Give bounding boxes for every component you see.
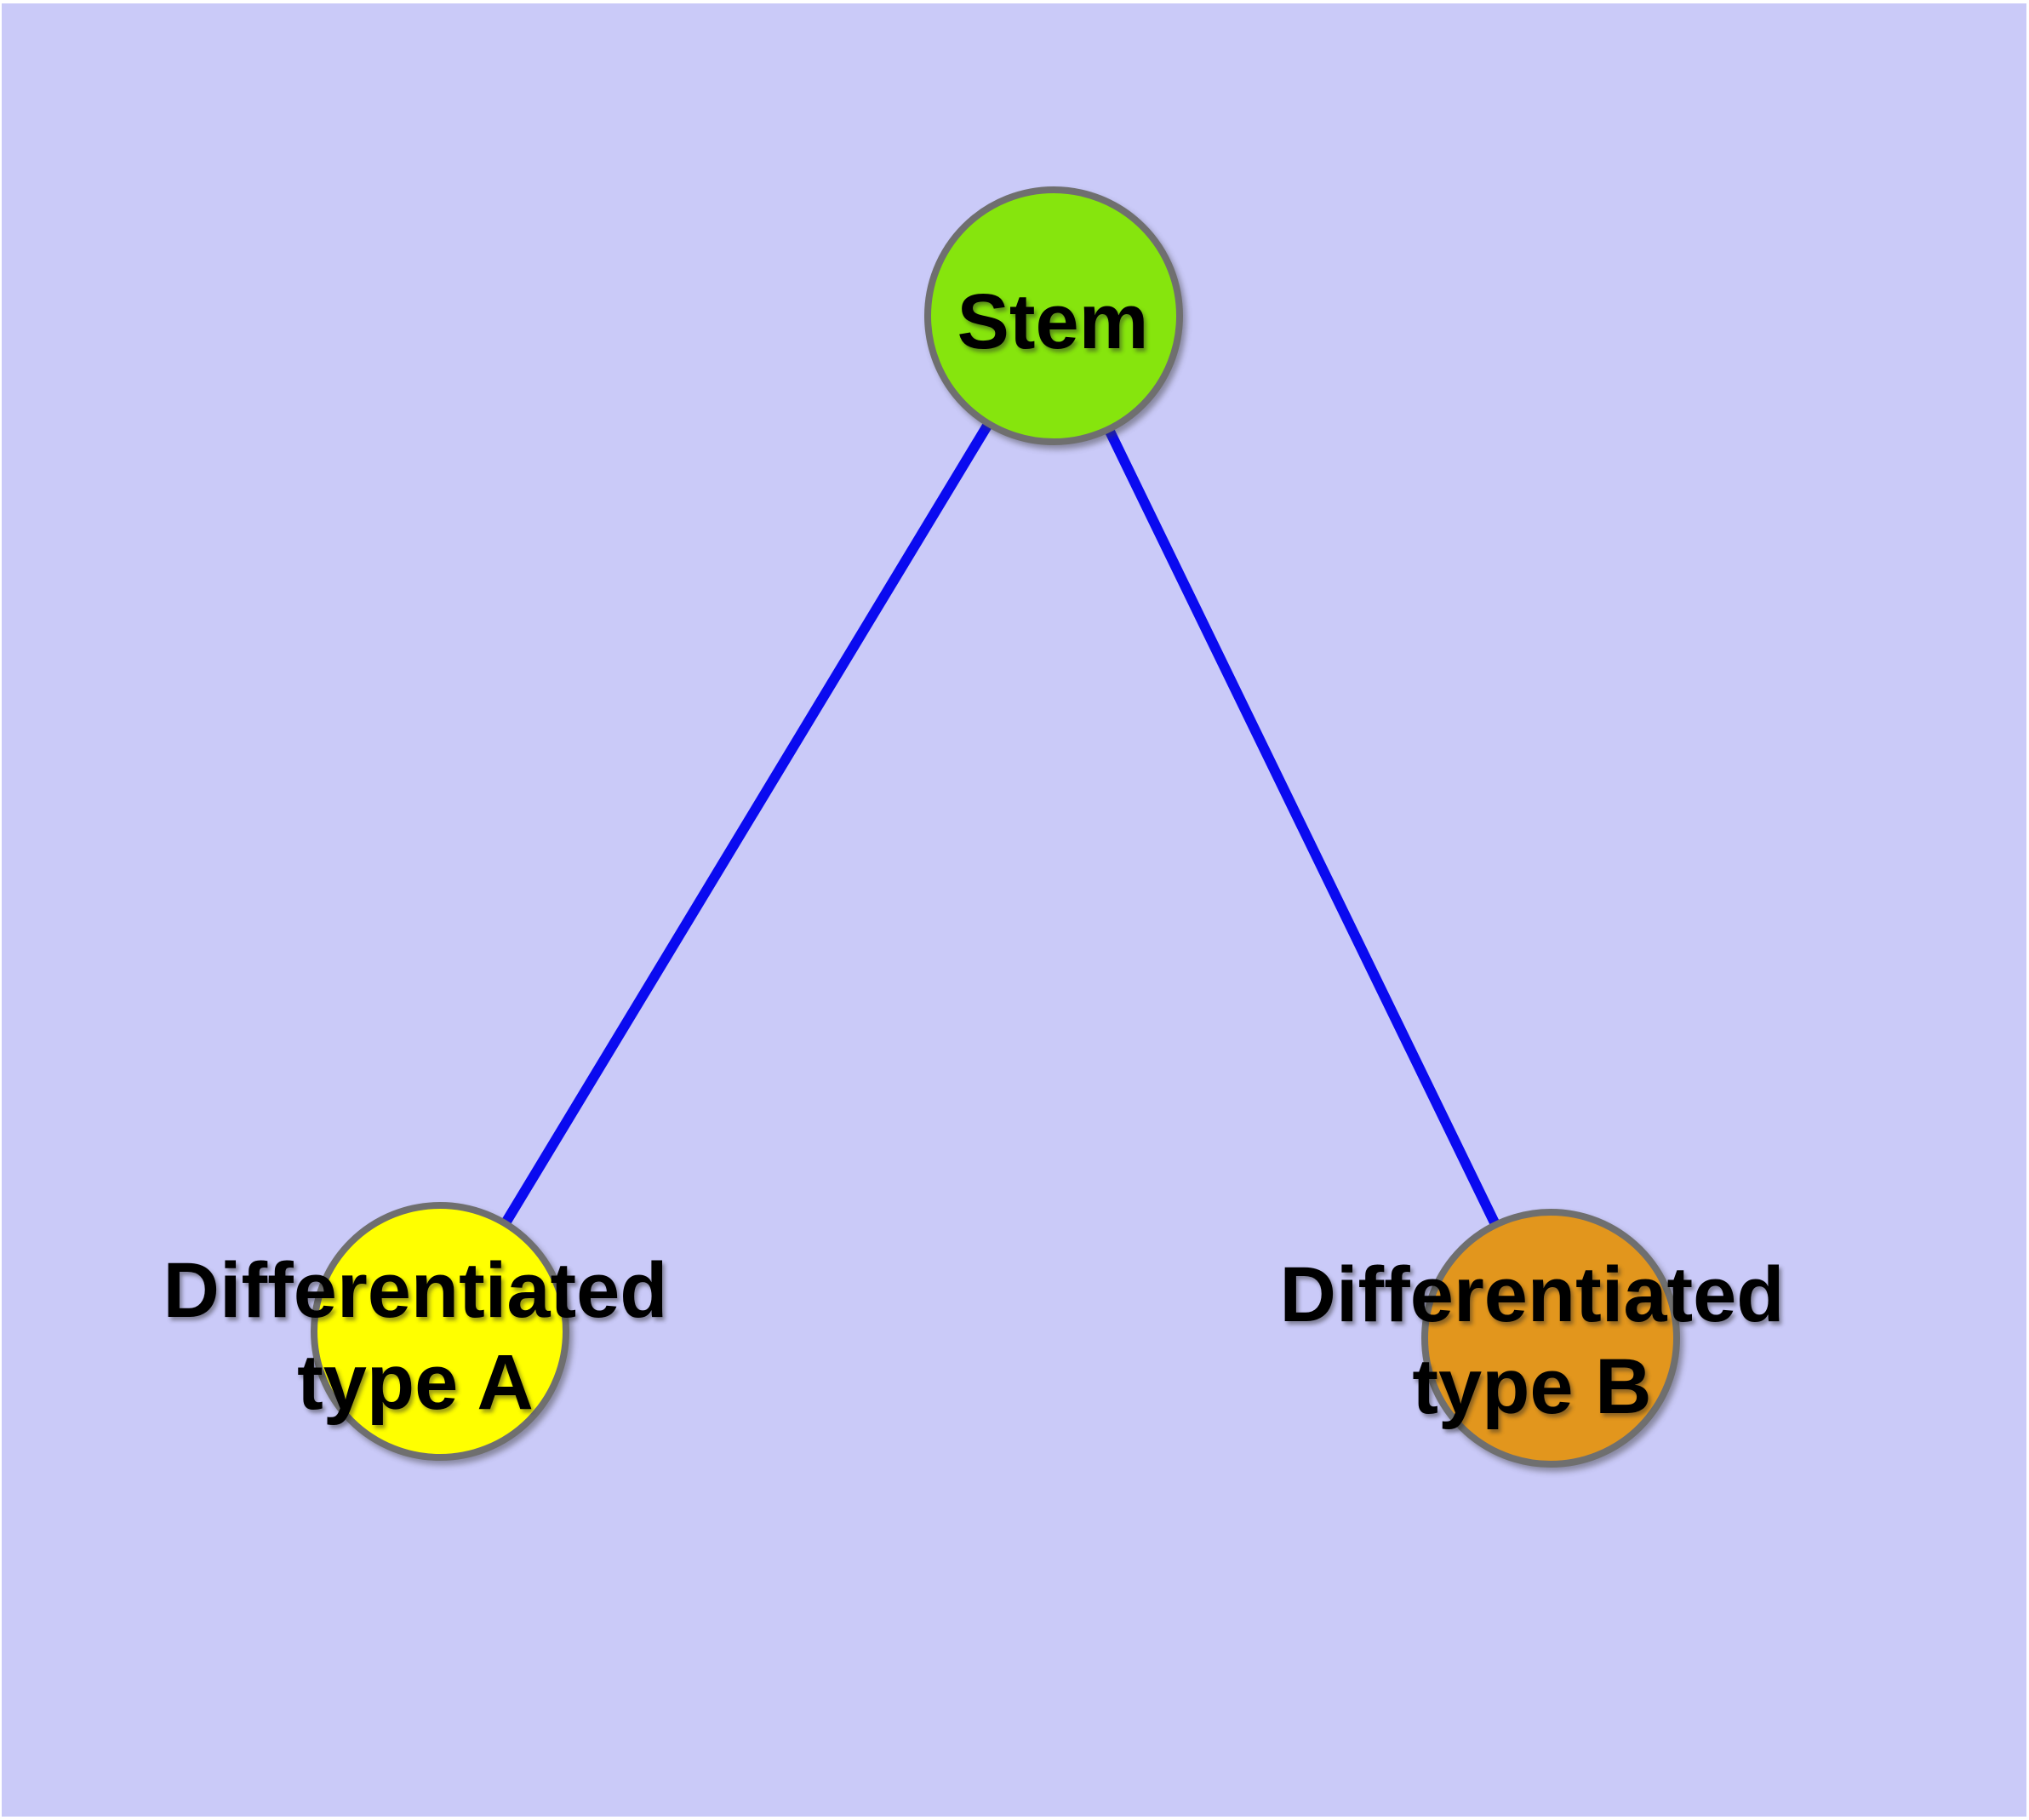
node-type-b-label: Differentiated type B [1280, 1249, 1785, 1433]
node-type-a-label-line1: Differentiated [163, 1247, 668, 1334]
node-type-a-label-line2: type A [297, 1339, 534, 1426]
node-type-a-label: Differentiated type A [163, 1245, 668, 1428]
node-stem [924, 186, 1183, 445]
node-differentiated-type-b [1421, 1209, 1680, 1468]
node-differentiated-type-a [311, 1202, 569, 1461]
node-type-b-label-line1: Differentiated [1279, 1251, 1785, 1338]
node-stem-label: Stem [957, 276, 1149, 368]
node-stem-label-line: Stem [957, 278, 1149, 365]
node-type-b-label-line2: type B [1412, 1343, 1652, 1430]
